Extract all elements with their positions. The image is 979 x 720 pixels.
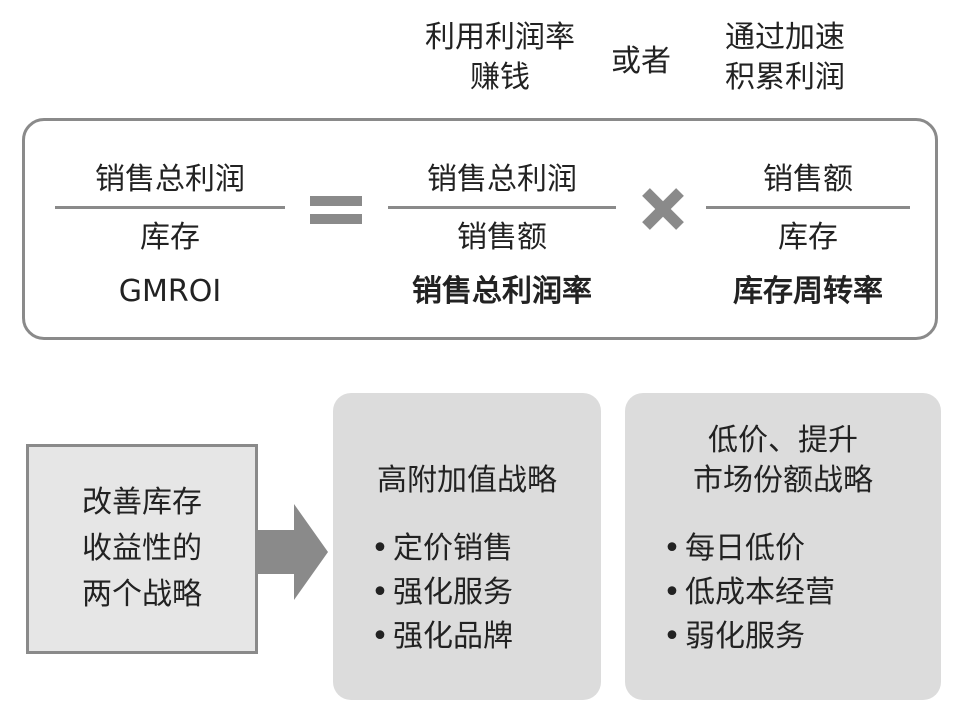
topic-line-2: 收益性的 xyxy=(82,531,202,566)
or-label: 或者 xyxy=(611,44,671,79)
list-item-label: 强化服务 xyxy=(393,575,513,610)
topic-line-3: 两个战略 xyxy=(82,577,202,612)
bullet-icon: • xyxy=(371,575,389,610)
gmroi-caption: GMROI xyxy=(118,274,222,309)
equals-sign: = xyxy=(310,196,362,224)
high-value-strategy-card: 高附加值战略 •定价销售 •强化服务 •强化品牌 xyxy=(333,393,601,700)
r2-numerator: 销售额 xyxy=(763,162,853,197)
bullet-icon: • xyxy=(371,619,389,654)
r1-numerator: 销售总利润 xyxy=(427,162,577,197)
list-item: •定价销售 xyxy=(367,527,513,571)
list-item: •每日低价 xyxy=(659,527,835,571)
list-item-label: 弱化服务 xyxy=(685,619,805,654)
list-item: •强化服务 xyxy=(367,571,513,615)
r1-fraction-line xyxy=(388,206,616,209)
high-value-strategy-list: •定价销售 •强化服务 •强化品牌 xyxy=(367,527,513,659)
high-value-strategy-title: 高附加值战略 xyxy=(377,463,557,498)
gmroi-formula-box xyxy=(22,118,938,340)
lhs-denominator: 库存 xyxy=(140,220,200,255)
turnover-label-line1: 通过加速 xyxy=(725,20,845,55)
bullet-icon: • xyxy=(663,531,681,566)
r2-fraction-line xyxy=(706,206,910,209)
equals-bar-bottom xyxy=(310,214,362,224)
list-item-label: 定价销售 xyxy=(393,531,513,566)
low-price-strategy-card: 低价、提升 市场份额战略 •每日低价 •低成本经营 •弱化服务 xyxy=(625,393,941,700)
multiply-sign: × xyxy=(640,186,686,232)
list-item: •强化品牌 xyxy=(367,615,513,659)
profit-margin-label-line1: 利用利润率 xyxy=(425,20,575,55)
list-item-label: 每日低价 xyxy=(685,531,805,566)
topic-box xyxy=(26,444,258,654)
profit-margin-label-line2: 赚钱 xyxy=(470,60,530,95)
profit-margin-label: 利用利润率 赚钱 xyxy=(400,18,600,98)
r2-denominator: 库存 xyxy=(778,220,838,255)
low-price-strategy-title: 低价、提升 市场份额战略 xyxy=(625,421,941,501)
right-arrow-icon xyxy=(258,504,328,600)
list-item: •低成本经营 xyxy=(659,571,835,615)
turnover-label-line2: 积累利润 xyxy=(725,60,845,95)
bullet-icon: • xyxy=(663,619,681,654)
topic-line-1: 改善库存 xyxy=(82,485,202,520)
list-item: •弱化服务 xyxy=(659,615,835,659)
bullet-icon: • xyxy=(371,531,389,566)
low-price-strategy-title-line2: 市场份额战略 xyxy=(693,463,873,498)
lhs-fraction-line xyxy=(55,206,285,209)
inventory-turnover-caption: 库存周转率 xyxy=(733,274,883,309)
topic-text: 改善库存 收益性的 两个战略 xyxy=(26,480,258,618)
list-item-label: 低成本经营 xyxy=(685,575,835,610)
list-item-label: 强化品牌 xyxy=(393,619,513,654)
low-price-strategy-title-line1: 低价、提升 xyxy=(708,423,858,458)
gross-margin-rate-caption: 销售总利润率 xyxy=(412,274,592,309)
equals-bar-top xyxy=(310,196,362,206)
turnover-label: 通过加速 积累利润 xyxy=(705,18,865,98)
bullet-icon: • xyxy=(663,575,681,610)
multiply-icon xyxy=(642,188,684,230)
low-price-strategy-list: •每日低价 •低成本经营 •弱化服务 xyxy=(659,527,835,659)
lhs-numerator: 销售总利润 xyxy=(95,162,245,197)
r1-denominator: 销售额 xyxy=(457,220,547,255)
